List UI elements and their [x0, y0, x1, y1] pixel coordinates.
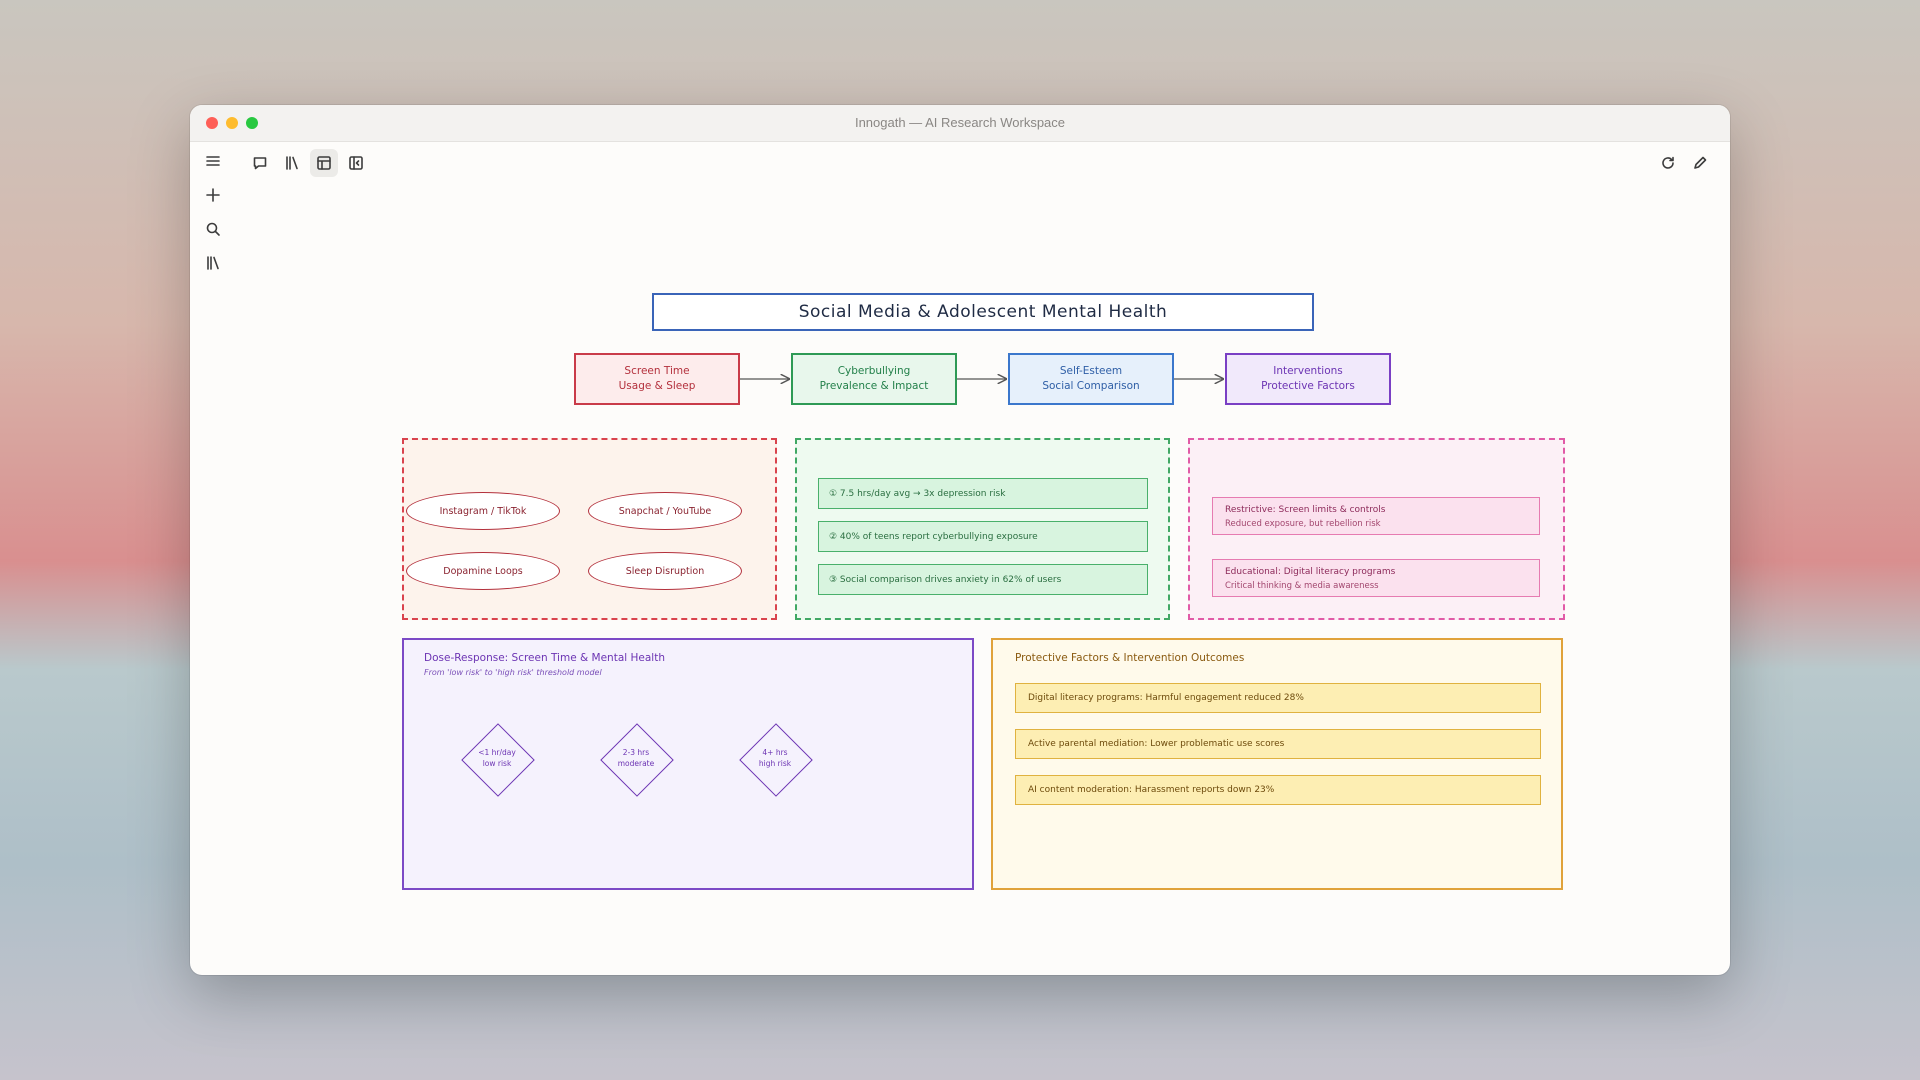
pencil-icon[interactable] [1686, 149, 1714, 177]
oval-snapchat-youtube[interactable]: Snapchat / YouTube [588, 492, 742, 530]
library-icon[interactable] [278, 149, 306, 177]
intervention-title: Educational: Digital literacy programs [1225, 567, 1396, 577]
chat-icon[interactable] [246, 149, 274, 177]
layout-icon[interactable] [310, 149, 338, 177]
refresh-icon[interactable] [1654, 149, 1682, 177]
toolbar [246, 149, 370, 177]
stat-item[interactable]: ③ Social comparison drives anxiety in 62… [818, 564, 1148, 595]
protective-factors-panel[interactable]: Protective Factors & Intervention Outcom… [991, 638, 1563, 890]
node-title: Cyberbullying [837, 365, 911, 377]
diagram-title[interactable]: Social Media & Adolescent Mental Health [652, 293, 1314, 331]
intervention-subtitle: Reduced exposure, but rebellion risk [1225, 519, 1381, 529]
node-self-esteem[interactable]: Self-Esteem Social Comparison [1008, 353, 1174, 405]
app-window: Innogath — AI Research Workspace [190, 105, 1730, 975]
interventions-group[interactable]: Restrictive: Screen limits & controls Re… [1188, 438, 1565, 620]
oval-dopamine-loops[interactable]: Dopamine Loops [406, 552, 560, 590]
library-icon[interactable] [199, 249, 227, 277]
intervention-subtitle: Critical thinking & media awareness [1225, 581, 1379, 591]
node-subtitle: Protective Factors [1261, 380, 1355, 392]
menu-icon[interactable] [199, 147, 227, 175]
oval-instagram-tiktok[interactable]: Instagram / TikTok [406, 492, 560, 530]
stat-item[interactable]: ② 40% of teens report cyberbullying expo… [818, 521, 1148, 552]
maximize-button[interactable] [246, 117, 258, 129]
intervention-restrictive[interactable]: Restrictive: Screen limits & controls Re… [1212, 497, 1540, 535]
node-interventions[interactable]: Interventions Protective Factors [1225, 353, 1391, 405]
protective-title: Protective Factors & Intervention Outcom… [1015, 652, 1245, 664]
search-icon[interactable] [199, 215, 227, 243]
sidebar [190, 141, 236, 281]
title-bar: Innogath — AI Research Workspace [190, 105, 1730, 142]
dose-response-subtitle: From 'low risk' to 'high risk' threshold… [424, 668, 602, 677]
node-subtitle: Usage & Sleep [618, 380, 696, 392]
node-screen-time[interactable]: Screen Time Usage & Sleep [574, 353, 740, 405]
toolbar-right [1654, 149, 1714, 177]
intervention-title: Restrictive: Screen limits & controls [1225, 505, 1386, 515]
node-subtitle: Social Comparison [1042, 380, 1140, 392]
dose-response-title: Dose-Response: Screen Time & Mental Heal… [424, 652, 665, 664]
minimize-button[interactable] [226, 117, 238, 129]
outcome-item[interactable]: Active parental mediation: Lower problem… [1015, 729, 1541, 759]
window-title: Innogath — AI Research Workspace [854, 115, 1066, 130]
dose-response-panel[interactable]: Dose-Response: Screen Time & Mental Heal… [402, 638, 974, 890]
cyberbullying-stats-group[interactable]: ① 7.5 hrs/day avg → 3x depression risk ②… [795, 438, 1170, 620]
node-title: Self-Esteem [1059, 365, 1123, 377]
node-cyberbullying[interactable]: Cyberbullying Prevalence & Impact [791, 353, 957, 405]
outcome-item[interactable]: AI content moderation: Harassment report… [1015, 775, 1541, 805]
intervention-educational[interactable]: Educational: Digital literacy programs C… [1212, 559, 1540, 597]
stat-item[interactable]: ① 7.5 hrs/day avg → 3x depression risk [818, 478, 1148, 509]
plus-icon[interactable] [199, 181, 227, 209]
node-title: Interventions [1273, 365, 1343, 377]
panel-icon[interactable] [342, 149, 370, 177]
screen-time-group[interactable]: Instagram / TikTok Snapchat / YouTube Do… [402, 438, 777, 620]
close-button[interactable] [206, 117, 218, 129]
node-subtitle: Prevalence & Impact [819, 380, 929, 392]
oval-sleep-disruption[interactable]: Sleep Disruption [588, 552, 742, 590]
node-title: Screen Time [624, 365, 690, 377]
outcome-item[interactable]: Digital literacy programs: Harmful engag… [1015, 683, 1541, 713]
diagram-canvas[interactable]: Social Media & Adolescent Mental Health [190, 141, 1730, 975]
